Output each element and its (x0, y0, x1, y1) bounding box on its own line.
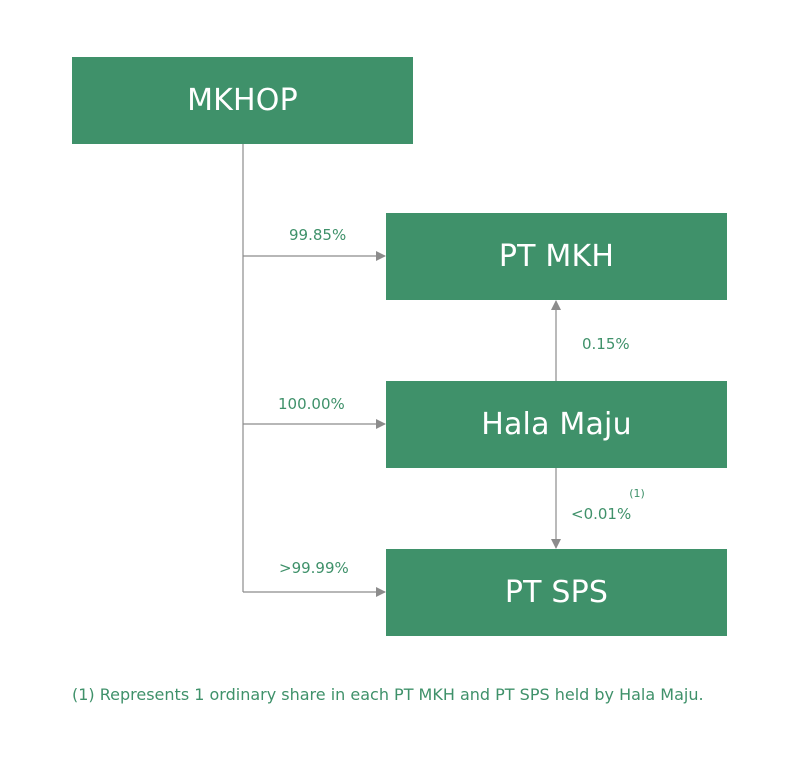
label-hala-maju-to-pt-sps-value: <0.01% (571, 505, 632, 523)
footnote-marker: (1) (629, 487, 645, 500)
label-mkhop-to-hala-maju: 100.00% (278, 395, 345, 413)
entity-pt-sps: PT SPS (386, 549, 727, 636)
label-mkhop-to-pt-sps: >99.99% (279, 559, 349, 577)
entity-pt-mkh: PT MKH (386, 213, 727, 300)
entity-hala-maju: Hala Maju (386, 381, 727, 468)
label-mkhop-to-pt-mkh: 99.85% (289, 226, 347, 244)
label-hala-maju-to-pt-mkh: 0.15% (582, 335, 630, 353)
label-hala-maju-to-pt-sps: <0.01% (1) (571, 487, 645, 523)
footnote-text: (1) Represents 1 ordinary share in each … (72, 685, 704, 704)
entity-mkhop: MKHOP (72, 57, 413, 144)
